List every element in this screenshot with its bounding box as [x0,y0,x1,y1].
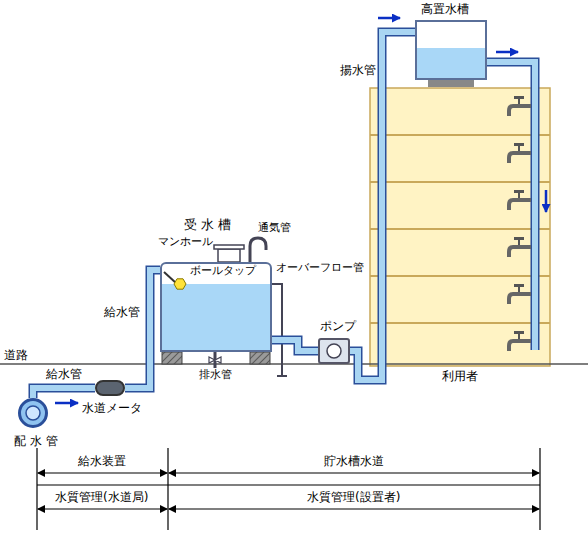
drawing-part [370,228,550,230]
floor-lines [370,135,550,323]
node-heading: 配 水 管 [14,435,58,448]
drawing-part [378,17,400,20]
pipe-connector [350,32,415,380]
overflow-end [277,375,287,377]
pipe-label: 給水管 [104,306,140,319]
pipe-fill [350,32,415,380]
pipe-connector [272,340,318,351]
faucet-spout [509,106,531,116]
pipe-outline [350,32,415,380]
drawing-part [167,448,168,530]
drawing-part [55,402,78,405]
drawing-part [487,62,535,350]
building [370,88,550,366]
pump-impeller [327,344,341,358]
elevated-tank: 高置水槽 [415,20,487,80]
pipe-outline [33,388,95,398]
pipe-outline [272,340,318,351]
faucet-handle [514,284,524,287]
drawing-part [36,448,37,530]
riser-pipe [487,62,535,350]
scope-label: 水質管理(設置者) [305,491,402,504]
scope-label: 給水装置 [76,455,128,468]
water-meter: 水道メータ [95,380,125,396]
faucet-spout [509,200,531,210]
drawing-part [38,508,167,509]
drawing-part [37,484,540,485]
faucet-handle [514,143,524,146]
pipe-connector [125,270,160,388]
node-heading: 水道メータ [82,402,142,415]
tank-support [250,352,270,364]
road-label: 道路 [4,349,28,362]
pipe-label: 揚水管 [340,64,376,77]
drawing-part [539,448,540,530]
distribution-main: 配 水 管 [18,398,48,428]
part-label: 通気管 [258,222,291,234]
tank-stand [428,80,474,87]
pipe-connector [33,388,95,398]
faucet-handle [514,96,524,99]
scope-brackets [37,448,540,530]
node-heading: 高置水槽 [421,3,469,16]
drawing-part [370,134,550,136]
part-label: ボールタップ [190,265,256,277]
drawing-part [169,508,539,509]
scope-label: 水質管理(水道局) [53,491,150,504]
pipe-fill [272,340,318,351]
drawing-part [370,322,550,324]
ball-tap-arm [164,272,176,283]
pump: ポンプ [318,338,350,364]
faucet-handle [514,190,524,193]
main-pipe-bore [26,406,40,420]
road-line [0,363,588,365]
faucet-spout [509,341,531,351]
scope-label: 貯水槽水道 [322,455,386,468]
faucet-stem [518,99,520,104]
flow-arrows [55,18,546,403]
pipe-fill [125,270,160,388]
faucet-spout [509,153,531,163]
part-label: オーバーフロー管 [276,262,364,274]
user-label: 利用者 [442,370,478,383]
drawing-part [370,275,550,277]
faucet-handle [514,331,524,334]
faucet-stem [518,334,520,339]
drawing-part [496,51,518,54]
part-label: マンホール [158,236,213,248]
manhole [218,249,240,262]
node-heading: ポンプ [320,320,356,333]
overflow-pipe [272,284,282,376]
drain-valve [209,357,221,363]
drawing-part [487,62,535,350]
pipe-fill [33,388,95,398]
faucet-stem [518,193,520,198]
tank-support [162,352,182,364]
faucets [509,96,531,351]
faucet-spout [509,247,531,257]
faucet-handle [514,237,524,240]
manhole-lid [214,245,244,249]
drawing-part [169,472,539,473]
faucet-stem [518,146,520,151]
pipe-outline [125,270,160,388]
ball-tap [174,279,186,289]
part-label: 排水管 [199,369,232,381]
node-heading: 受 水 槽 [184,218,231,232]
drawing-part [370,181,550,183]
faucet-spout [509,294,531,304]
drawing-part [38,472,167,473]
pipe-label: 給水管 [46,368,82,381]
faucet-stem [518,240,520,245]
drawing-part [545,190,548,212]
faucet-stem [518,287,520,292]
vent-pipe [250,238,266,262]
